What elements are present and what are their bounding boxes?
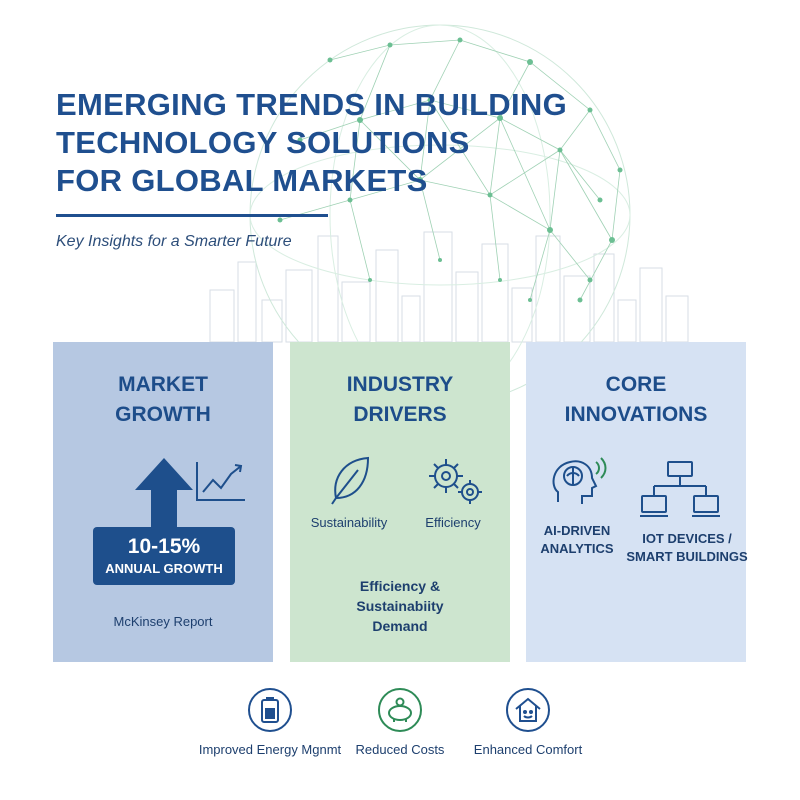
innovation-label-ai: AI-DRIVEN ANALYTICS [526, 522, 628, 558]
innovation-line: SMART BUILDINGS [626, 549, 748, 564]
network-icon [640, 461, 720, 517]
title-divider [56, 214, 328, 217]
innovation-line: ANALYTICS [540, 541, 614, 556]
core-innovations-panel: CORE INNOVATIONS AI-DRIVEN ANALYTICS IOT… [526, 342, 748, 662]
benefit-label: Improved Energy Mgnmt [198, 742, 342, 757]
benefit-costs: Reduced Costs [320, 688, 480, 757]
summary-line: Demand [372, 618, 428, 634]
benefit-label: Enhanced Comfort [473, 742, 583, 757]
up-arrow-icon [135, 458, 193, 530]
growth-stat-badge: 10-15% ANNUAL GROWTH [93, 527, 235, 585]
summary-line: Sustainabiity [356, 598, 444, 614]
panel-title: MARKET GROWTH [53, 370, 273, 430]
piggy-bank-icon [378, 688, 422, 732]
drivers-summary: Efficiency & Sustainabiity Demand [290, 576, 510, 636]
gears-icon [429, 459, 482, 504]
driver-label-sustainability: Sustainability [310, 515, 388, 530]
panel-title-line: INDUSTRY [346, 373, 454, 396]
benefit-energy: Improved Energy Mgnmt [190, 688, 350, 757]
battery-icon [248, 688, 292, 732]
title-line: FOR GLOBAL MARKETS [56, 163, 428, 198]
title-line: TECHNOLOGY SOLUTIONS [56, 125, 470, 160]
panel-title-line: MARKET [118, 373, 208, 396]
growth-label: ANNUAL GROWTH [105, 561, 223, 576]
driver-label-efficiency: Efficiency [425, 515, 481, 530]
panel-title-line: GROWTH [115, 403, 211, 426]
innovation-line: IOT DEVICES / [642, 531, 732, 546]
benefit-label: Reduced Costs [355, 742, 445, 757]
panel-title: CORE INNOVATIONS [526, 370, 746, 430]
innovation-line: AI-DRIVEN [543, 523, 611, 538]
page-subtitle: Key Insights for a Smarter Future [56, 233, 292, 250]
benefit-comfort: Enhanced Comfort [448, 688, 608, 757]
panel-title-line: DRIVERS [353, 403, 447, 426]
brain-icon [552, 457, 607, 504]
home-icon [506, 688, 550, 732]
industry-drivers-panel: INDUSTRY DRIVERS Sustainability Efficien… [290, 342, 510, 662]
source-label: McKinsey Report [113, 614, 213, 629]
market-growth-panel: MARKET GROWTH 10-15% ANNUAL GROWTH McKin… [53, 342, 273, 662]
innovation-label-iot: IOT DEVICES / SMART BUILDINGS [624, 530, 750, 566]
growth-percentage: 10-15% [127, 535, 201, 558]
panel-title: INDUSTRY DRIVERS [290, 370, 510, 430]
leaf-icon [331, 456, 370, 505]
summary-line: Efficiency & [359, 578, 441, 594]
title-line: EMERGING TRENDS IN BUILDING [56, 87, 568, 122]
panel-title-line: CORE [605, 373, 667, 396]
page-title: EMERGING TRENDS IN BUILDING TECHNOLOGY S… [56, 86, 568, 200]
panel-title-line: INNOVATIONS [564, 403, 708, 426]
line-chart-icon [196, 462, 245, 501]
